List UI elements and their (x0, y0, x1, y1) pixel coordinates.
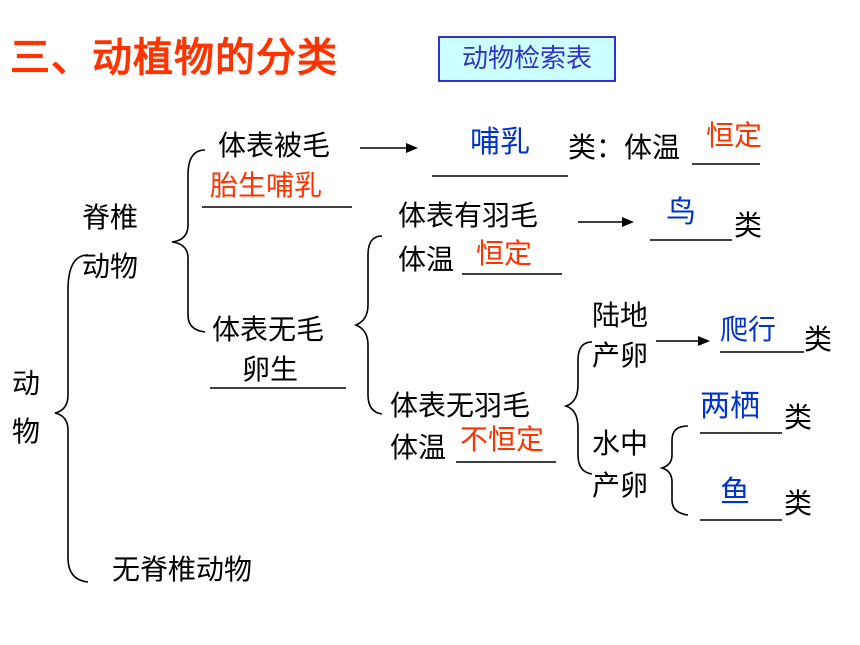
answer-amphibian: 两栖 (700, 389, 760, 424)
arrow-mammal-head (406, 143, 418, 153)
water-brace (659, 425, 689, 516)
invertebrate-label: 无脊椎动物 (112, 553, 253, 586)
mammal-class-temp: 类：体温 (568, 131, 681, 164)
answer-cold-temp: 不恒定 (460, 423, 545, 456)
answer-viviparous: 胎生哺乳 (210, 169, 323, 202)
no-feather-brace (563, 341, 593, 475)
answer-reptile: 爬行 (720, 313, 777, 346)
answer-mammal-temp: 恒定 (706, 119, 763, 152)
no-feather-label-2: 体温 (390, 431, 447, 464)
water-label-1: 水中 (592, 427, 649, 460)
vertebrate-label-2: 动物 (82, 250, 139, 283)
fur-label: 体表被毛 (218, 129, 331, 162)
arrow-reptile-head (698, 336, 710, 346)
animal-key-badge: 动物检索表 (438, 36, 616, 82)
feather-label-1: 体表有羽毛 (398, 199, 539, 232)
arrow-bird-head (622, 217, 634, 227)
land-label-2: 产卵 (592, 339, 649, 372)
reptile-class-suffix: 类 (804, 323, 833, 356)
no-fur-brace (353, 235, 383, 415)
no-fur-label-1: 体表无毛 (212, 313, 325, 346)
no-feather-label-1: 体表无羽毛 (390, 389, 531, 422)
no-fur-label-2: 卵生 (242, 353, 299, 386)
land-label-1: 陆地 (592, 299, 649, 332)
bird-class-suffix: 类 (734, 209, 763, 242)
answer-bird: 鸟 (666, 195, 696, 230)
vertebrate-brace (171, 149, 206, 333)
feather-label-2: 体温 (398, 243, 455, 276)
vertebrate-label-1: 脊椎 (82, 201, 139, 234)
answer-mammal: 哺乳 (470, 125, 530, 160)
page-title: 三、动植物的分类 (10, 35, 338, 81)
amphibian-class-suffix: 类 (784, 401, 813, 434)
fish-class-suffix: 类 (784, 487, 813, 520)
answer-bird-temp: 恒定 (476, 237, 533, 270)
root-brace (54, 254, 89, 583)
root-label-2: 物 (12, 415, 41, 448)
water-label-2: 产卵 (592, 469, 649, 502)
answer-fish: 鱼 (720, 475, 750, 510)
root-label-1: 动 (12, 367, 41, 400)
